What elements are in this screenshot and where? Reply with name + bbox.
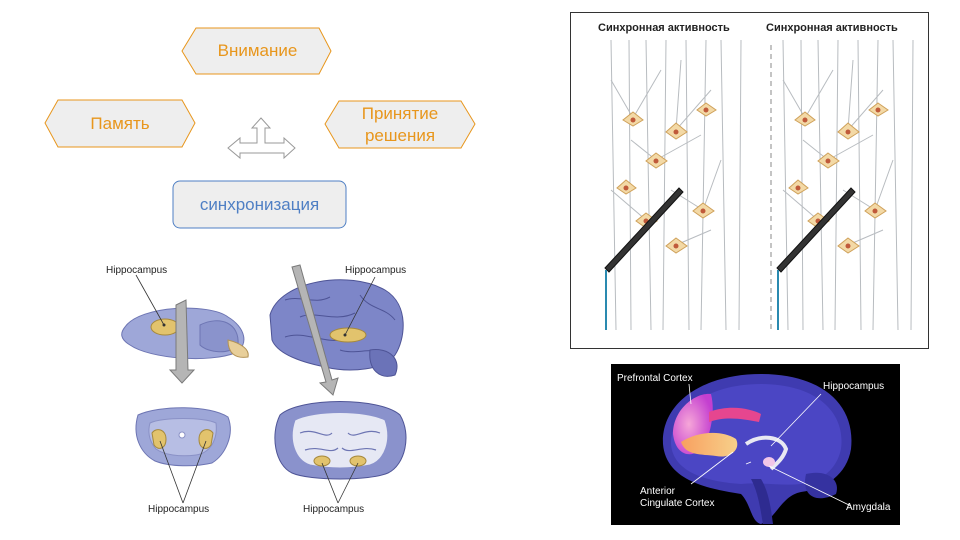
decision-hexagon	[324, 100, 476, 149]
human-coronal-section	[274, 401, 407, 480]
neuron-right-title: Синхронная активность	[766, 22, 898, 34]
rodent-coronal-section	[135, 407, 231, 467]
acc-label-line1: Anterior	[640, 486, 676, 497]
sync-label: синхронизация	[199, 194, 320, 214]
human-hippocampus-shape	[329, 327, 367, 343]
hippocampus-scan-label: Hippocampus	[823, 381, 885, 392]
neuron-cluster-left	[604, 40, 742, 331]
three-way-arrow-icon	[227, 117, 296, 160]
right-electrode-icon	[776, 187, 856, 273]
concept-diagram	[44, 27, 476, 229]
rodent-coronal-hippocampus-label: Hippocampus	[148, 504, 210, 515]
acc-label-line2: Cingulate Cortex	[640, 498, 715, 509]
neuron-panel	[570, 12, 929, 349]
rodent-hippocampus-shape	[150, 318, 180, 336]
brain-sections-illustration	[121, 264, 407, 504]
decision-label-line2: решения	[364, 125, 436, 145]
human-slice-arrow-icon	[291, 264, 339, 396]
human-brain	[269, 279, 404, 377]
decision-label-line1: Принятие	[361, 103, 439, 123]
neuron-left-title: Синхронная активность	[598, 22, 730, 34]
left-electrode-icon	[604, 187, 684, 273]
attention-hexagon	[181, 27, 332, 75]
rodent-slice-arrow-icon	[168, 299, 196, 384]
amygdala-region	[763, 457, 775, 467]
acc-region	[681, 432, 738, 457]
neuron-cluster-right	[776, 40, 914, 331]
amygdala-label: Amygdala	[846, 502, 891, 513]
prefrontal-label: Prefrontal Cortex	[617, 373, 693, 384]
hippocampus-region	[744, 435, 789, 471]
brain-scan-drawing	[662, 374, 852, 524]
memory-hexagon	[44, 99, 196, 148]
acc-label: Anterior Cingulate Cortex	[640, 486, 714, 510]
human-coronal-hippocampus-label: Hippocampus	[303, 504, 365, 515]
decision-label: Принятие решения	[330, 101, 470, 148]
neuron-network-drawing	[604, 40, 914, 331]
sync-box	[172, 180, 347, 229]
rodent-hippocampus-label: Hippocampus	[106, 265, 168, 276]
memory-label: Память	[90, 113, 150, 133]
human-hippocampus-label: Hippocampus	[345, 265, 407, 276]
attention-label: Внимание	[217, 41, 298, 60]
